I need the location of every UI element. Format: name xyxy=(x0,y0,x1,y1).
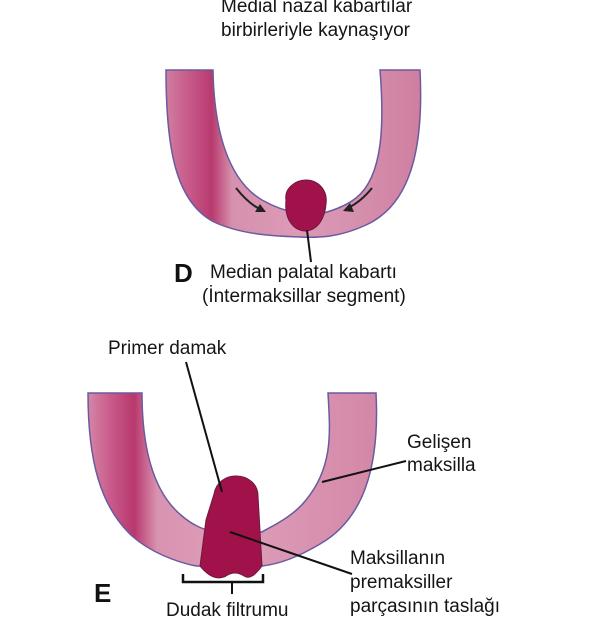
premaxilla-label-line2: premaksiller xyxy=(350,572,453,593)
panel-d-letter: D xyxy=(174,258,193,288)
median-palatal-label-line1: Median palatal kabartı xyxy=(210,262,397,283)
primary-palate-label: Primer damak xyxy=(108,338,227,359)
premaxilla-label-line3: parçasının taslağı xyxy=(350,596,500,617)
panel-e-letter: E xyxy=(94,578,112,608)
premaxilla-label-line1: Maksillanın xyxy=(350,548,446,569)
panel-d-tissue xyxy=(165,69,422,263)
lip-philtrum-label: Dudak filtrumu xyxy=(166,600,289,621)
panel-d-top-caption-line1: Medial nazal kabartılar xyxy=(221,0,413,17)
panel-d-top-caption-line2: birbirleriyle kaynaşıyor xyxy=(221,20,411,41)
panel-e-tissue xyxy=(87,361,407,594)
developing-maxilla-label-line1: Gelişen xyxy=(407,432,472,453)
developing-maxilla-label-line2: maksilla xyxy=(407,455,476,476)
median-palatal-label-line2: (İntermaksillar segment) xyxy=(202,286,406,307)
